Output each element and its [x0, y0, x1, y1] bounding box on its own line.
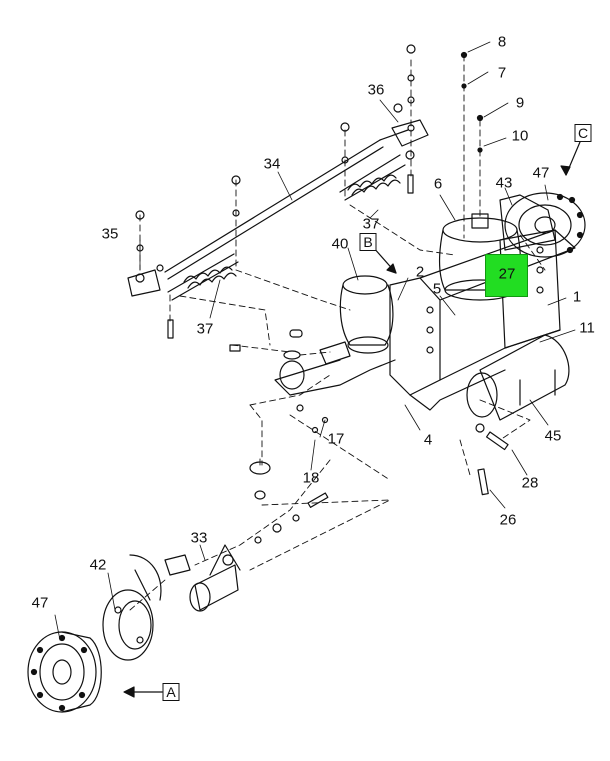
callout-43[interactable]: 43 — [495, 174, 513, 192]
callout-6[interactable]: 6 — [433, 175, 443, 193]
callout-17[interactable]: 17 — [327, 430, 345, 448]
callout-1[interactable]: 1 — [572, 288, 582, 306]
axle-beam — [229, 329, 351, 500]
callout-8[interactable]: 8 — [497, 33, 507, 51]
callout-35[interactable]: 35 — [101, 225, 119, 243]
steering-knuckle — [164, 492, 329, 612]
callout-18[interactable]: 18 — [302, 469, 320, 487]
callout-34[interactable]: 34 — [263, 155, 281, 173]
dashed-assembly-lines — [129, 54, 546, 611]
view-arrows — [123, 141, 581, 698]
fasteners-top — [135, 44, 484, 252]
view-label-c[interactable]: C — [574, 124, 592, 142]
callout-36[interactable]: 36 — [367, 81, 385, 99]
brake-drum-right — [504, 192, 586, 258]
brake-drum-left — [27, 631, 102, 713]
callout-33[interactable]: 33 — [190, 529, 208, 547]
callout-37-lower[interactable]: 37 — [196, 320, 214, 338]
view-label-a[interactable]: A — [162, 683, 180, 701]
brake-chamber — [466, 334, 570, 421]
callout-leaders — [54, 41, 576, 641]
callout-7[interactable]: 7 — [497, 64, 507, 82]
callout-42[interactable]: 42 — [89, 556, 107, 574]
view-label-b[interactable]: B — [359, 233, 377, 251]
callout-4[interactable]: 4 — [423, 431, 433, 449]
callout-9[interactable]: 9 — [515, 94, 525, 112]
callout-10[interactable]: 10 — [511, 127, 529, 145]
bolts-right — [475, 423, 509, 496]
callout-47-top[interactable]: 47 — [532, 164, 550, 182]
tie-rod-end-left — [127, 264, 164, 297]
crossmember-frame — [274, 194, 576, 411]
callout-27: 27 — [498, 265, 516, 283]
callout-2[interactable]: 2 — [415, 263, 425, 281]
callout-11[interactable]: 11 — [579, 319, 595, 337]
callout-45[interactable]: 45 — [544, 427, 562, 445]
highlighted-part-27[interactable]: 27 — [485, 254, 528, 297]
air-spring-left — [339, 275, 394, 354]
callout-28[interactable]: 28 — [521, 474, 539, 492]
callout-5[interactable]: 5 — [432, 280, 442, 298]
brake-backing-plate — [102, 554, 162, 661]
callout-40[interactable]: 40 — [331, 235, 349, 253]
damper-springs — [167, 154, 406, 339]
tie-rod — [164, 129, 409, 280]
tie-rod-end-right — [391, 119, 429, 160]
callout-47-bottom[interactable]: 47 — [31, 594, 49, 612]
callout-37-upper[interactable]: 37 — [362, 215, 380, 233]
callout-26[interactable]: 26 — [499, 511, 517, 529]
